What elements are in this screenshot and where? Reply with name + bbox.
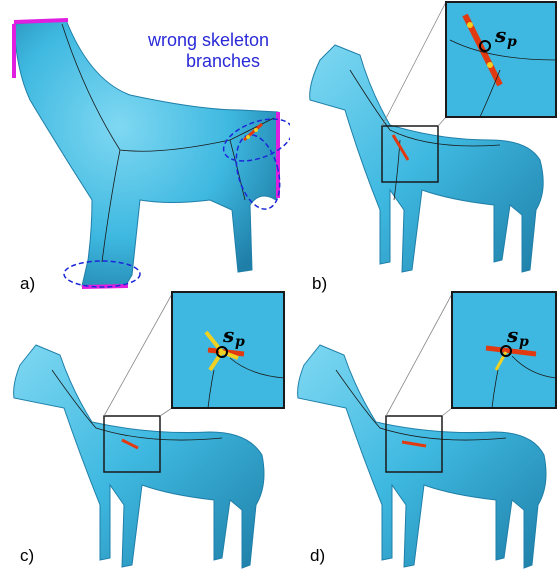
horse-full-mesh-b: s p <box>290 0 558 300</box>
sp-label-c: s <box>222 323 234 347</box>
caption-line-1: wrong skeleton <box>148 30 288 51</box>
panel-c: s p c) <box>0 290 290 573</box>
caption-line-2: branches <box>148 51 288 72</box>
horse-full-mesh-d: s p <box>290 290 558 573</box>
horse-full-mesh-c: s p <box>0 290 290 573</box>
sp-sub-c: p <box>235 334 245 350</box>
sp-label-b: s <box>494 23 506 47</box>
panel-b: s p b) <box>290 0 558 300</box>
panel-d: s p d) <box>290 290 558 573</box>
sp-sub-d: p <box>519 334 529 350</box>
panel-a: wrong skeleton branches a) <box>0 0 290 300</box>
sp-label-d: s <box>506 323 518 347</box>
panel-d-label: d) <box>310 546 325 566</box>
panel-c-label: c) <box>20 546 34 566</box>
sp-sub-b: p <box>507 34 517 50</box>
wrong-branches-caption: wrong skeleton branches <box>148 30 288 72</box>
